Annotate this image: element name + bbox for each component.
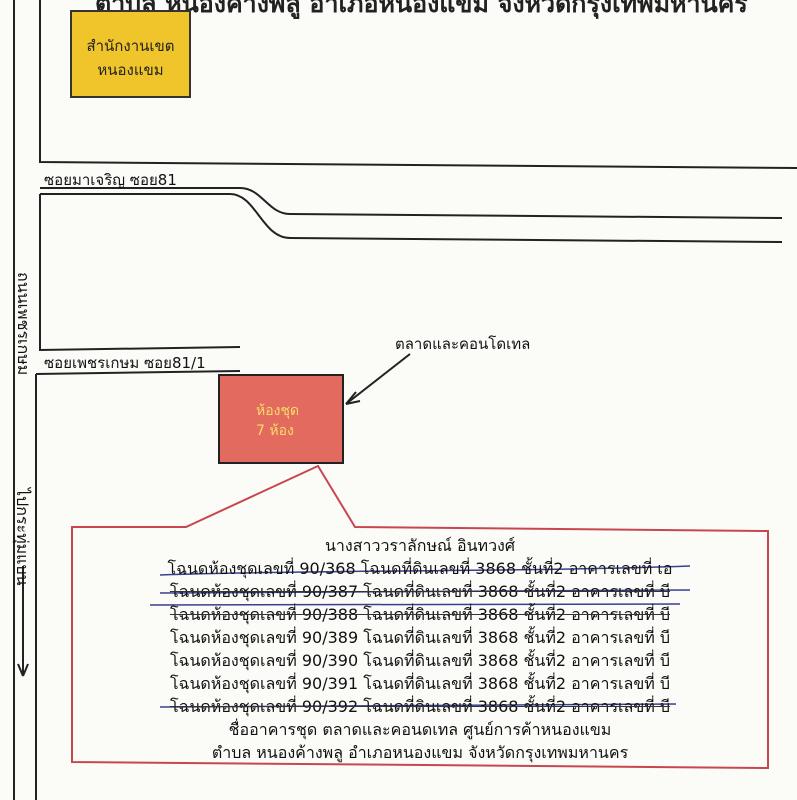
- arrow-line: [345, 353, 411, 405]
- arrow-head: [345, 391, 361, 405]
- pen-strike-7: [159, 703, 677, 708]
- deed-line: โฉนดห้องชุดเลขที่ 90/389 โฉนดที่ดินเลขที…: [169, 628, 671, 647]
- condo-marker: ห้องชุด 7 ห้อง: [218, 374, 344, 464]
- direction-label: ไปกระทุ่มแบน: [13, 488, 32, 586]
- soi-81-edge-bottom: [40, 193, 783, 243]
- market-condotel-label: ตลาดและคอนโดเทล: [395, 335, 531, 353]
- deed-line: โฉนดห้องชุดเลขที่ 90/392 โฉนดที่ดินเลขที…: [169, 697, 671, 716]
- deed-info-box: นางสาววราลักษณ์ อินทวงศ์ โฉนดห้องชุดเลขท…: [100, 534, 740, 764]
- callout-box: [71, 464, 769, 770]
- main-road-label: ถนนเพชรเกษม: [14, 272, 33, 376]
- road-edge-soi81-1: [35, 370, 241, 375]
- road-edge-upper: [39, 0, 797, 169]
- soi-81-label: ซอยมาเจริญ ซอย81: [44, 171, 177, 189]
- soi-81-edge-top: [40, 187, 783, 219]
- map-title: ตำบล หนองค้างพลู อำเภอหนองแขม จังหวัดกรุ…: [95, 0, 748, 18]
- pen-strike-2: [159, 589, 691, 594]
- deed-line: โฉนดห้องชุดเลขที่ 90/368 โฉนดที่ดินเลขที…: [167, 559, 673, 578]
- owner-name: นางสาววราลักษณ์ อินทวงศ์: [324, 536, 516, 555]
- deed-line: โฉนดห้องชุดเลขที่ 90/387 โฉนดที่ดินเลขที…: [169, 582, 671, 601]
- road-edge-middle: [39, 194, 241, 352]
- condo-marker-line-1: ห้องชุด: [256, 403, 300, 419]
- soi-81-1-label: ซอยเพชรเกษม ซอย81/1: [44, 354, 206, 372]
- direction-arrow-head: [17, 663, 29, 677]
- building-name: ชื่ออาคารชุด ตลาดและคอนดเทล ศูนย์การค้าห…: [228, 720, 612, 739]
- deed-line: โฉนดห้องชุดเลขที่ 90/390 โฉนดที่ดินเลขที…: [169, 651, 671, 670]
- district-office-line-1: สำนักงานเขต: [86, 37, 175, 55]
- location-line: ตำบล หนองค้างพลู อำเภอหนองแขม จังหวัดกรุ…: [211, 743, 629, 762]
- district-office-box: สำนักงานเขต หนองแขม: [70, 10, 191, 98]
- pen-strike-1: [159, 565, 691, 576]
- deed-line: โฉนดห้องชุดเลขที่ 90/388 โฉนดที่ดินเลขที…: [169, 605, 671, 624]
- condo-marker-line-2: 7 ห้อง: [256, 423, 294, 439]
- pen-strike-3: [149, 603, 681, 606]
- deed-line: โฉนดห้องชุดเลขที่ 90/391 โฉนดที่ดินเลขที…: [169, 674, 671, 693]
- district-office-line-2: หนองแขม: [97, 61, 164, 79]
